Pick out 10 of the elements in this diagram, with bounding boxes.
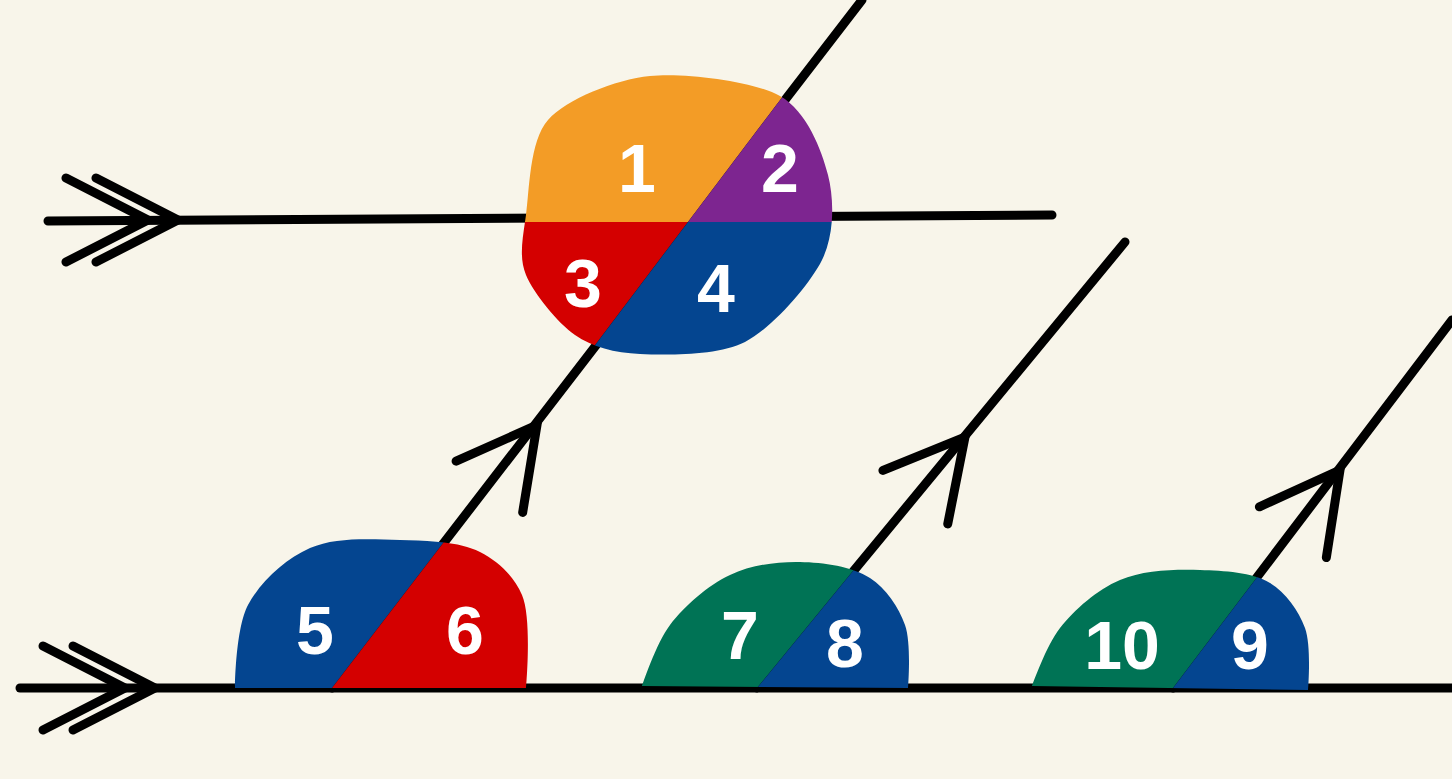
angle-number: 4 (697, 254, 735, 322)
angle-number: 2 (761, 134, 799, 202)
angle-number: 3 (564, 249, 602, 317)
angle-number: 10 (1084, 611, 1160, 679)
angle-number: 1 (618, 134, 656, 202)
angle-number: 8 (826, 609, 864, 677)
angle-number: 7 (721, 601, 759, 669)
angle-number: 6 (446, 596, 484, 664)
angle-number: 5 (296, 596, 334, 664)
angle-number: 9 (1231, 611, 1269, 679)
